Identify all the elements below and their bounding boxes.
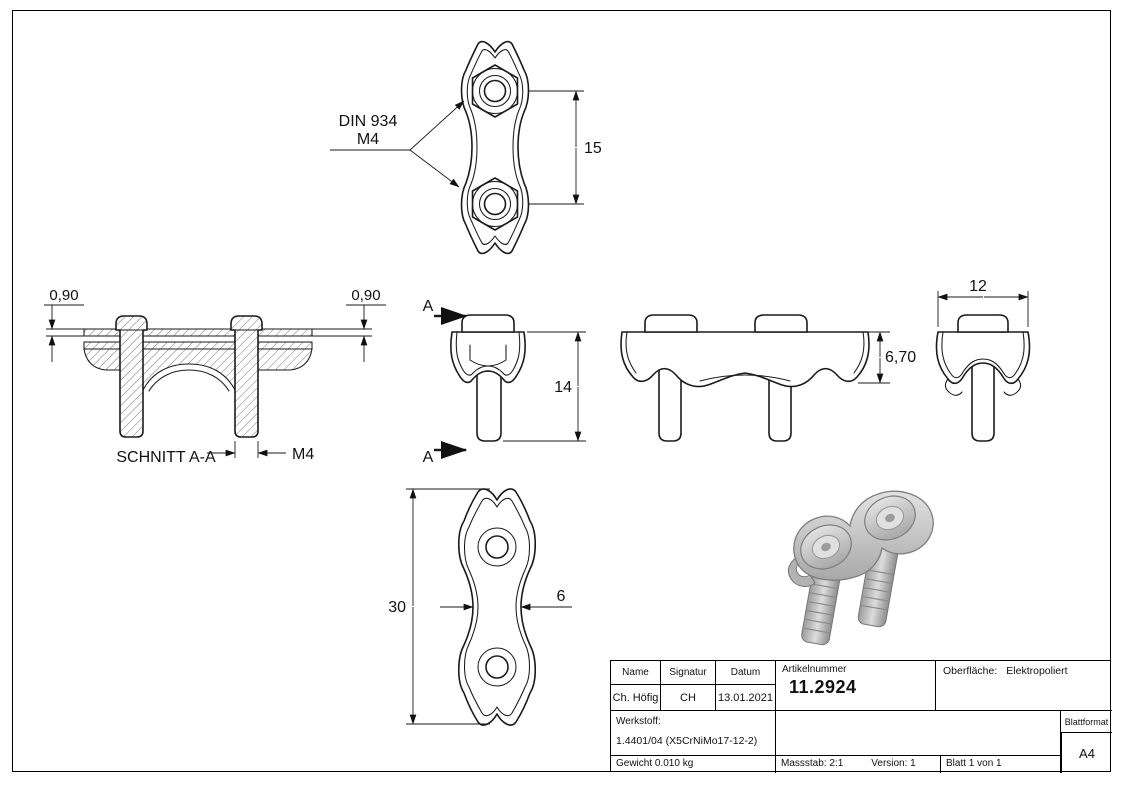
tb-signatur-value: CH: [680, 691, 696, 704]
cut-letter-bottom: A: [423, 449, 434, 466]
tb-oberflaeche-label: Oberfläche:: [943, 665, 998, 677]
tb-massstab-cell: Massstab: 2:1 Version: 1: [776, 756, 941, 773]
nut-side: [461, 314, 515, 333]
tb-datum-header: Datum: [716, 661, 776, 685]
tb-blattformat-header: Blattformat: [1061, 711, 1112, 733]
tb-blattformat-cell: A4: [1061, 733, 1112, 773]
tb-massstab-value: Massstab: 2:1: [781, 758, 844, 769]
tb-version-value: Version: 1: [871, 758, 916, 769]
din-label-line2: M4: [357, 131, 379, 148]
iso-nut-rear: [864, 495, 916, 541]
tb-above-blattformat: [1061, 661, 1112, 711]
view-side-cut: A A 14: [423, 298, 586, 466]
view-end: 12: [935, 278, 1031, 442]
din-label-line1: DIN 934: [339, 113, 398, 130]
tb-empty-cell: [776, 711, 1061, 756]
schnitt-a-a-label: SCHNITT A-A: [116, 449, 216, 466]
tb-datum-label: Datum: [730, 667, 761, 678]
dim-text-6: 6: [557, 588, 566, 605]
dimension-6: 6: [440, 588, 572, 611]
view-section-a-a: 0,90 0,90 M4 SCHNITT A-A: [44, 287, 386, 466]
dimension-670: 6,70: [858, 331, 916, 384]
dim-text-670: 6,70: [885, 349, 916, 366]
tb-blatt-cell: Blatt 1 von 1: [941, 756, 1061, 773]
cut-arrow-top: A: [423, 298, 468, 325]
tb-blattformat-value: A4: [1079, 745, 1095, 761]
tb-werkstoff-value: 1.4401/04 (X5CrNiMo17-12-2): [616, 735, 758, 747]
tb-werkstoff-cell: Werkstoff: 1.4401/04 (X5CrNiMo17-12-2): [611, 711, 776, 756]
isometric-view: [787, 490, 934, 646]
dimension-12: 12: [937, 278, 1029, 327]
cut-letter-top: A: [423, 298, 434, 315]
tb-artikelnummer-label: Artikelnummer: [782, 664, 847, 675]
tb-blattformat-label: Blattformat: [1064, 716, 1109, 727]
dim-text-090-left: 0,90: [49, 287, 78, 304]
tb-name-value: Ch. Höfig: [612, 691, 659, 704]
dimension-14: 14: [503, 331, 586, 442]
tb-oberflaeche-cell: Oberfläche: Elektropoliert: [936, 661, 1112, 711]
tb-oberflaeche-value: Elektropoliert: [1006, 665, 1068, 677]
dimension-30: 30: [388, 488, 490, 725]
dim-text-m4: M4: [292, 446, 314, 463]
view-plan: 30 6: [388, 488, 572, 726]
dim-text-15: 15: [584, 140, 602, 157]
tb-blatt-value: Blatt 1 von 1: [946, 758, 1002, 769]
tb-name-cell: Ch. Höfig: [611, 685, 661, 711]
cut-arrow-bottom: A: [423, 441, 468, 466]
tb-datum-value: 13.01.2021: [717, 691, 774, 704]
tb-gewicht-value: Gewicht 0.010 kg: [616, 758, 694, 769]
dim-text-12: 12: [969, 278, 987, 295]
hex-nut-bottom: [471, 177, 519, 231]
view-front: 15 DIN 934 M4: [330, 40, 602, 255]
sheet-border-frame: [12, 10, 1111, 772]
title-block: Name Signatur Datum Ch. Höfig CH 13.01.2…: [610, 660, 1112, 773]
dimension-m4: M4: [207, 441, 314, 463]
tb-name-header: Name: [611, 661, 661, 685]
tb-artikelnummer-value: 11.2924: [789, 677, 857, 697]
tb-artikelnummer-cell: Artikelnummer 11.2924: [776, 661, 936, 711]
dimension-090-left: 0,90: [44, 287, 84, 362]
tb-werkstoff-label: Werkstoff:: [616, 716, 661, 727]
dim-text-14: 14: [554, 379, 572, 396]
tb-name-label: Name: [622, 667, 649, 678]
view-side-long: 6,70: [620, 314, 916, 442]
iso-nut-front: [800, 524, 852, 570]
tb-gewicht-cell: Gewicht 0.010 kg: [611, 756, 776, 773]
hex-nut-top: [471, 64, 519, 118]
dim-text-30: 30: [388, 599, 406, 616]
tb-datum-cell: 13.01.2021: [716, 685, 776, 711]
tb-signatur-label: Signatur: [669, 667, 707, 678]
dimension-15: 15: [529, 90, 602, 205]
dimension-090-right: 0,90: [312, 287, 386, 362]
tb-signatur-header: Signatur: [661, 661, 716, 685]
din-934-leader: DIN 934 M4: [330, 100, 465, 188]
dim-text-090-right: 0,90: [351, 287, 380, 304]
tb-signatur-cell: CH: [661, 685, 716, 711]
